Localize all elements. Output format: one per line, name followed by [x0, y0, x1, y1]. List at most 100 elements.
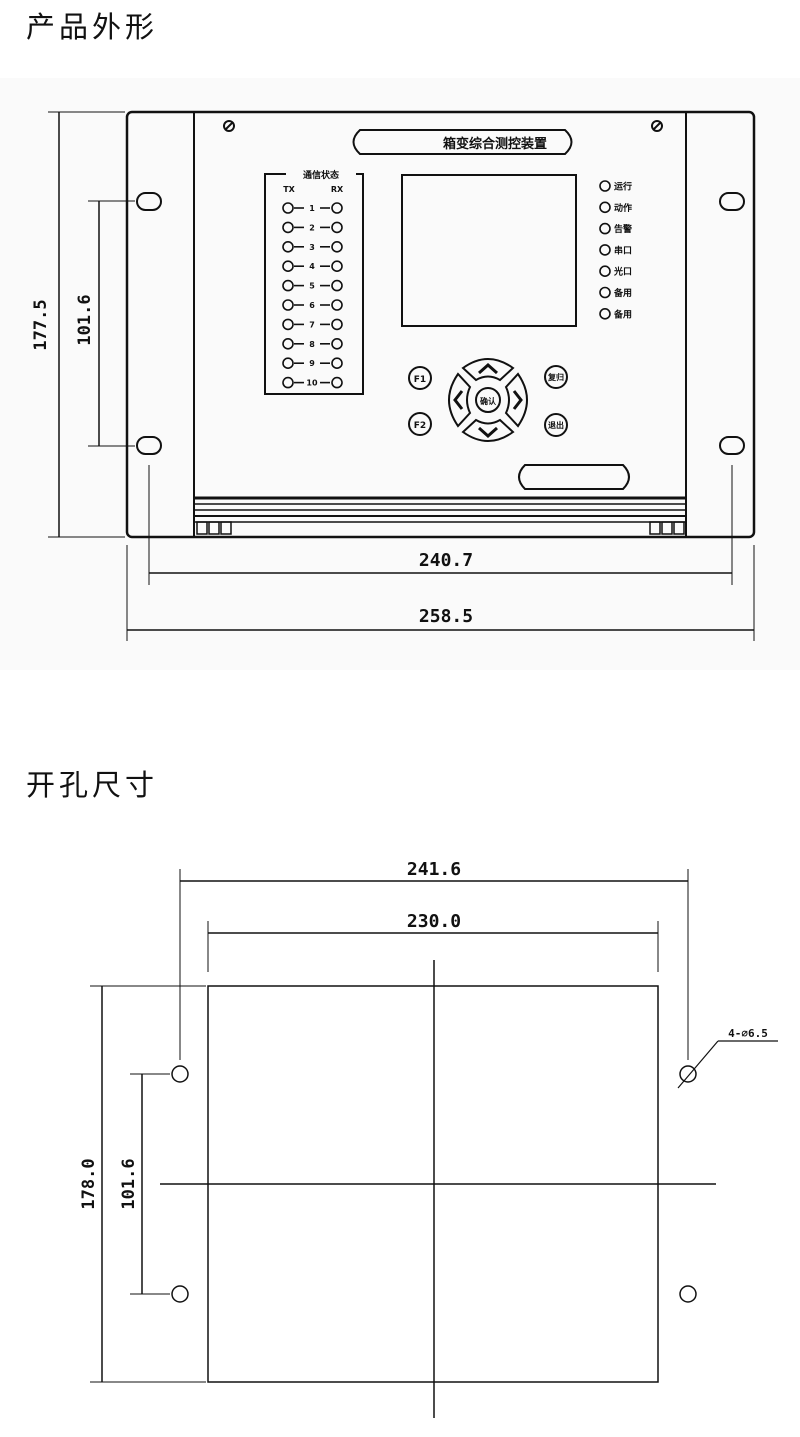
- outline-drawing-background: [0, 78, 800, 670]
- rx-label: RX: [331, 185, 344, 194]
- handle-slot: [518, 464, 630, 490]
- indicator-led-icon: [599, 180, 611, 192]
- tx-led-icon: [282, 318, 294, 331]
- channel-number: 7: [309, 320, 315, 329]
- comm-channel-row: 8: [282, 337, 343, 350]
- comm-channel-row: 10: [282, 376, 343, 389]
- indicator-label: 光口: [613, 266, 632, 278]
- comm-channel-row: 1: [282, 202, 343, 214]
- device-outline: [125, 110, 756, 539]
- indicator-led-icon: [599, 286, 611, 299]
- indicator-item: 动作: [599, 201, 632, 214]
- channel-number: 10: [306, 379, 318, 388]
- cutout-section-title: 开孔尺寸: [26, 768, 159, 802]
- rx-led-icon: [331, 260, 343, 273]
- rx-led-icon: [331, 221, 343, 234]
- exit-key: 退出: [544, 413, 568, 437]
- comm-channel-row: 2: [282, 221, 343, 234]
- screw-icon: [223, 120, 663, 132]
- device-name: 箱变综合测控装置: [443, 136, 547, 152]
- keypad: F1 F2 复归 退出 确认: [408, 358, 568, 442]
- chevron-down-icon: [478, 426, 498, 439]
- hole-spec-label: 4-⌀6.5: [728, 1027, 768, 1040]
- mounting-slot-icon: [136, 192, 745, 455]
- left-key: [448, 372, 472, 428]
- indicator-label: 备用: [613, 287, 632, 299]
- indicator-led-icon: [599, 307, 611, 320]
- outline-hole-width-dim: 240.7: [419, 550, 473, 571]
- chevron-right-icon: [512, 390, 523, 410]
- down-key: [461, 418, 515, 442]
- indicator-led-icon: [599, 201, 611, 214]
- indicator-label: 串口: [614, 244, 632, 256]
- exit-key-label: 退出: [548, 420, 564, 430]
- indicator-label: 告警: [614, 223, 632, 235]
- rx-led-icon: [331, 279, 343, 292]
- direction-pad: 确认: [448, 358, 528, 442]
- indicator-item: 运行: [599, 180, 632, 193]
- comm-channel-row: 7: [282, 318, 343, 331]
- outline-dimensions: 177.5 101.6 240.7 258.5: [31, 111, 755, 641]
- indicator-led-icon: [599, 222, 611, 235]
- comm-channel-row: 3: [282, 241, 343, 253]
- confirm-key-label: 确认: [480, 396, 497, 406]
- confirm-key: [475, 387, 501, 413]
- comm-channel-row: 6: [282, 299, 343, 311]
- up-key: [461, 358, 515, 382]
- indicator-led-icon: [599, 265, 611, 278]
- tx-led-icon: [282, 376, 294, 389]
- lcd-screen: [401, 174, 577, 327]
- chevron-up-icon: [478, 362, 498, 375]
- channel-number: 2: [309, 223, 315, 232]
- channel-number: 9: [309, 359, 315, 368]
- f2-key: F2: [408, 412, 432, 436]
- tx-led-icon: [282, 221, 294, 234]
- tx-led-icon: [282, 241, 294, 253]
- reset-key-label: 复归: [547, 372, 564, 382]
- chevron-left-icon: [453, 390, 464, 410]
- rx-led-icon: [331, 318, 343, 331]
- comm-channel-row: 5: [282, 279, 343, 292]
- device-name-plate: 箱变综合测控装置: [352, 129, 573, 155]
- tx-led-icon: [282, 299, 294, 311]
- outline-total-width-dim: 258.5: [419, 606, 473, 627]
- channel-number: 1: [309, 204, 315, 213]
- cutout-hole-spacing-dim: 101.6: [119, 1158, 139, 1209]
- device-bottom-feet: [196, 521, 685, 535]
- tx-led-icon: [282, 260, 294, 273]
- right-key: [504, 372, 528, 428]
- outline-height-dim: 177.5: [31, 299, 51, 350]
- mounting-hole-icon: [171, 1065, 697, 1303]
- indicator-item: 备用: [599, 286, 632, 299]
- channel-number: 8: [309, 340, 315, 349]
- tx-led-icon: [282, 357, 294, 370]
- channel-number: 6: [309, 301, 315, 310]
- comm-channel-row: 9: [282, 357, 343, 370]
- cutout-width-dim: 230.0: [407, 911, 461, 932]
- f2-key-label: F2: [414, 421, 426, 431]
- indicator-label: 动作: [614, 202, 632, 214]
- cutout-height-dim: 178.0: [79, 1158, 99, 1209]
- comm-status-panel: 通信状态 TX RX 1 2 3 4 5 6 7 8 9 10: [264, 169, 364, 395]
- indicator-led-icon: [599, 244, 611, 256]
- indicator-item: 备用: [599, 307, 632, 320]
- f1-key-label: F1: [414, 375, 426, 385]
- cutout-drawing: 4-⌀6.5 241.6 230.0 178.0 101.6: [79, 859, 778, 1418]
- reset-key: 复归: [544, 365, 568, 389]
- tx-label: TX: [283, 185, 295, 194]
- tx-led-icon: [282, 279, 294, 292]
- comm-panel-title: 通信状态: [303, 169, 339, 181]
- tx-led-icon: [282, 202, 294, 214]
- outline-section-title: 产品外形: [26, 10, 159, 44]
- rx-led-icon: [331, 202, 343, 214]
- channel-number: 5: [309, 282, 315, 291]
- rx-led-icon: [331, 376, 343, 389]
- channel-number: 4: [309, 262, 315, 271]
- rx-led-icon: [331, 357, 343, 370]
- indicator-label: 备用: [613, 308, 632, 320]
- tx-led-icon: [282, 337, 294, 350]
- indicator-item: 光口: [599, 265, 632, 278]
- f1-key: F1: [408, 366, 432, 390]
